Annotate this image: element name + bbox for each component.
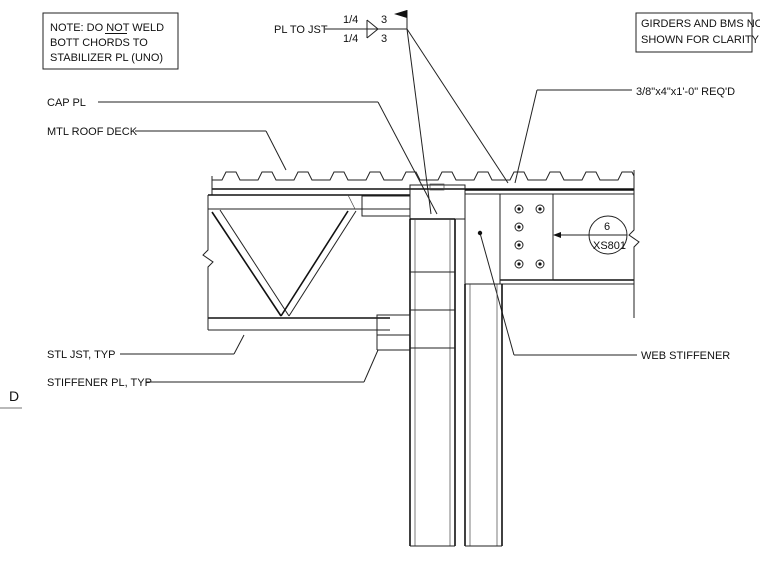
bolt-icon <box>514 222 524 232</box>
stl-jst-label: STL JST, TYP <box>47 349 115 361</box>
section-arrow-icon <box>553 232 561 238</box>
weld-symbol: PL TO JST 1/4 1/4 3 3 <box>274 10 509 215</box>
bolt-icon <box>535 204 545 214</box>
note-left-line-1: NOTE: DO NOT WELD <box>50 22 164 34</box>
section-marker: 6 XS801 <box>553 215 628 255</box>
note-right-line-1: GIRDERS AND BMS NOT <box>641 18 760 30</box>
note-box-left: NOTE: DO NOT WELD BOTT CHORDS TO STABILI… <box>42 12 179 70</box>
girder-beam <box>464 189 640 318</box>
stiffener-plate <box>376 314 411 351</box>
grid-marker: D <box>0 388 22 409</box>
section-number: 6 <box>604 221 610 233</box>
weld-label: PL TO JST <box>274 24 328 36</box>
fillet-weld-icon <box>366 19 379 39</box>
callout-mtl-roof-deck: MTL ROOF DECK <box>47 126 287 171</box>
mtl-roof-deck-label: MTL ROOF DECK <box>47 126 138 138</box>
weld-bottom-length: 3 <box>381 33 387 45</box>
bolt-icon <box>514 259 524 269</box>
callout-stiffener-pl: STIFFENER PL, TYP <box>47 349 379 389</box>
note-right-line-2: SHOWN FOR CLARITY <box>641 34 760 46</box>
weld-top-length: 3 <box>381 14 387 26</box>
section-sheet: XS801 <box>593 240 626 252</box>
weld-bottom-size: 1/4 <box>343 33 358 45</box>
note-left-line-3: STABILIZER PL (UNO) <box>50 52 163 64</box>
bolt-icon <box>514 204 524 214</box>
bolt-icon <box>514 240 524 250</box>
note-left-line-2: BOTT CHORDS TO <box>50 37 148 49</box>
column-right <box>464 284 503 547</box>
note-box-right: GIRDERS AND BMS NOT SHOWN FOR CLARITY <box>635 12 760 53</box>
column <box>409 219 456 547</box>
bolt-icon <box>535 259 545 269</box>
metal-roof-deck <box>211 170 635 195</box>
callout-stl-jst: STL JST, TYP <box>47 334 245 361</box>
web-stiffener-label: WEB STIFFENER <box>641 350 730 362</box>
cap-pl-label: CAP PL <box>47 97 86 109</box>
weld-top-size: 1/4 <box>343 14 358 26</box>
steel-joist <box>202 194 410 331</box>
stiffener-pl-label: STIFFENER PL, TYP <box>47 377 152 389</box>
plate-req-label: 3/8"x4"x1'-0" REQ'D <box>636 86 735 98</box>
grid-letter: D <box>9 388 19 404</box>
field-weld-flag-icon <box>394 10 407 18</box>
bolt-group <box>514 204 545 269</box>
callout-cap-pl: CAP PL <box>47 97 438 215</box>
callout-plate-req: 3/8"x4"x1'-0" REQ'D <box>514 86 735 184</box>
